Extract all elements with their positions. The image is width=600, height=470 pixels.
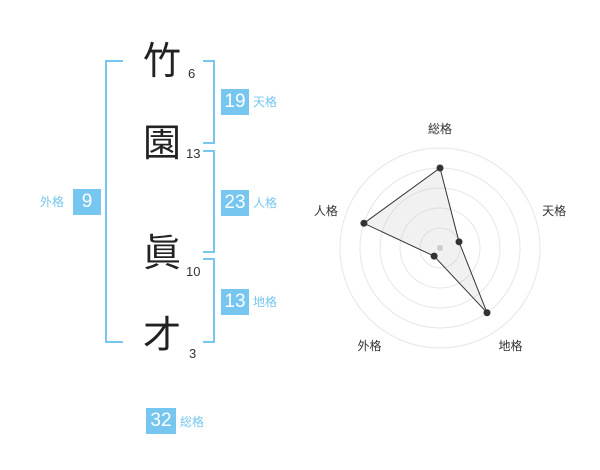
- radar-axis-label-tenkaku: 天格: [542, 204, 567, 219]
- jinkaku-label: 人格: [253, 196, 278, 210]
- stroke-count-1: 6: [188, 66, 196, 81]
- radar-chart: [339, 147, 541, 349]
- gaikaku-badge: 9: [73, 189, 101, 215]
- radar-axis-label-gaikaku: 外格: [357, 338, 382, 353]
- radar-ring: [399, 207, 481, 289]
- radar-ring: [379, 187, 501, 309]
- radar-point-4: [430, 252, 438, 260]
- radar-ring: [339, 147, 541, 349]
- radar-center-dot: [437, 245, 443, 251]
- name-char-4: 才: [142, 313, 181, 357]
- chikaku-badge: 13: [221, 289, 249, 315]
- name-char-2: 園: [142, 121, 181, 165]
- gaikaku-bracket: [105, 60, 123, 343]
- radar-series-polygon: [362, 167, 488, 314]
- radar-point-5: [360, 219, 368, 227]
- chikaku-bracket: [203, 258, 215, 343]
- radar-axis-label-soukaku: 総格: [428, 121, 453, 136]
- tenkaku-badge: 19: [221, 89, 249, 115]
- radar-axis-label-jinkaku: 人格: [313, 204, 338, 219]
- stroke-count-2: 13: [186, 146, 201, 161]
- soukaku-badge: 32: [146, 408, 176, 434]
- radar-point-3: [483, 309, 491, 317]
- radar-point-2: [455, 238, 463, 246]
- jinkaku-badge: 23: [221, 190, 249, 216]
- chikaku-label: 地格: [253, 295, 278, 309]
- gaikaku-label: 外格: [40, 195, 65, 209]
- name-char-3: 眞: [142, 231, 181, 275]
- tenkaku-bracket: [203, 60, 215, 144]
- radar-axis-label-chikaku: 地格: [498, 338, 523, 353]
- tenkaku-label: 天格: [253, 95, 278, 109]
- soukaku-label: 総格: [180, 415, 205, 429]
- radar-point-1: [436, 164, 444, 172]
- stroke-count-3: 10: [186, 264, 201, 279]
- jinkaku-bracket: [203, 150, 215, 253]
- stroke-count-4: 3: [189, 346, 197, 361]
- radar-ring: [419, 227, 461, 269]
- name-char-1: 竹: [142, 39, 181, 83]
